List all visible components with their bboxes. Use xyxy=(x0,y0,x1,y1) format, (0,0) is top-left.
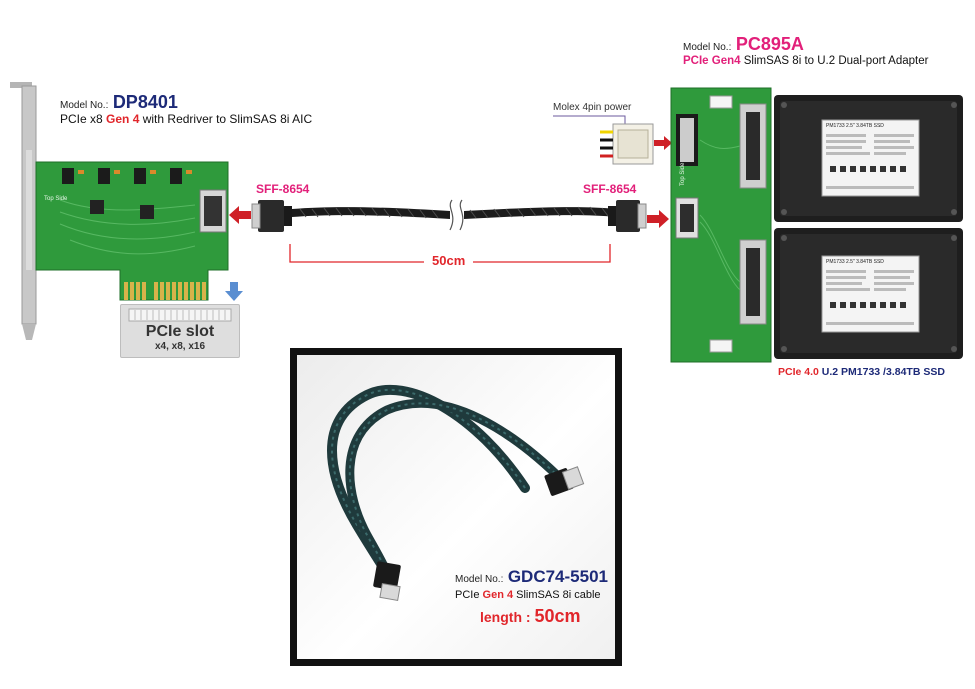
pc895a-model-line: Model No.: PC895A xyxy=(683,34,804,55)
gdc-length: length : 50cm xyxy=(480,606,580,627)
gen-label: PCIe Gen4 xyxy=(683,55,741,67)
svg-text:Top Side: Top Side xyxy=(44,196,68,202)
pcie-slot-box: PCIe slot x4, x8, x16 xyxy=(120,304,240,358)
dp8401-model-line: Model No.: DP8401 xyxy=(60,92,178,113)
sff-label-right: SFF-8654 xyxy=(583,182,637,196)
model-prefix: Model No.: xyxy=(683,42,732,53)
arrow-right-icon xyxy=(647,210,669,228)
gdc-cable-photo xyxy=(327,384,585,602)
model-number: GDC74-5501 xyxy=(507,567,608,586)
molex-power-label: Molex 4pin power xyxy=(553,102,632,113)
gdc-model-line: Model No.: GDC74-5501 xyxy=(455,567,608,587)
model-number: DP8401 xyxy=(112,92,178,112)
gen-label: Gen 4 xyxy=(482,589,514,601)
pc895a-description: PCIe Gen4 SlimSAS 8i to U.2 Dual-port Ad… xyxy=(683,55,929,67)
arrow-down-icon xyxy=(225,282,243,301)
dp8401-description: PCIe x8 Gen 4 with Redriver to SlimSAS 8… xyxy=(60,112,313,126)
arrow-right-icon xyxy=(654,136,672,150)
model-prefix: Model No.: xyxy=(60,100,109,111)
ssd-bottom-label-text: PM1733 2.5" 3.84TB SSD xyxy=(826,259,884,265)
ssd-top-label-text: PM1733 2.5" 3.84TB SSD xyxy=(826,123,884,129)
gdc-description: PCIe Gen 4 SlimSAS 8i cable xyxy=(455,589,601,601)
sff-label-left: SFF-8654 xyxy=(256,182,310,196)
gdc-cable-photo-frame xyxy=(290,348,622,666)
cable-length-label: 50cm xyxy=(424,253,474,268)
ssd-top xyxy=(774,95,963,222)
gen-label: Gen 4 xyxy=(106,112,140,126)
length-value: 50cm xyxy=(534,606,581,626)
pcie-slot-title: PCIe slot xyxy=(145,323,215,340)
model-number: PC895A xyxy=(735,34,804,54)
ssd-bottom xyxy=(774,228,963,359)
model-prefix: Model No.: xyxy=(455,574,504,585)
svg-text:Top Side: Top Side xyxy=(680,162,686,186)
ssd-gen-label: PCIe 4.0 xyxy=(778,366,819,378)
ssd-caption: PCIe 4.0 U.2 PM1733 /3.84TB SSD xyxy=(778,366,945,378)
length-prefix: length : xyxy=(480,609,535,625)
pcie-slot-widths: x4, x8, x16 xyxy=(154,341,206,352)
arrow-left-icon xyxy=(229,206,251,224)
